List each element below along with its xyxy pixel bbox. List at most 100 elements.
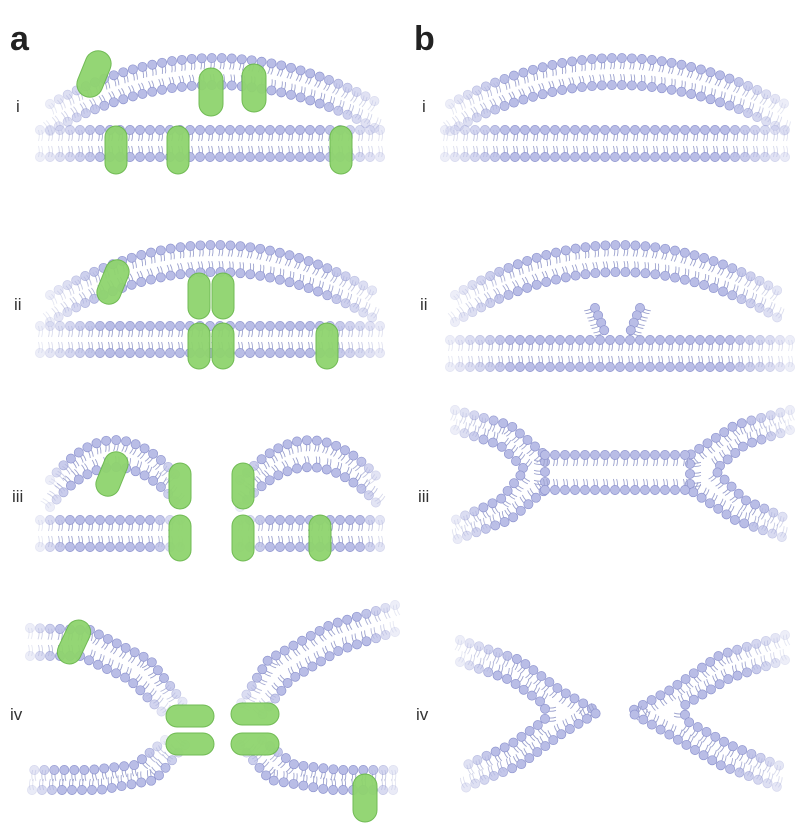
lipid-head [522,255,533,266]
lipid-head [580,450,590,460]
lipid-head [560,688,571,699]
lipid-tail [51,145,53,158]
lipid-head [235,321,245,331]
lipid-head [679,274,690,285]
stage-label-b-i: i [422,97,426,116]
b-i-upper-membrane-outer [445,53,789,115]
lipid-head [455,635,465,645]
lipid-head [368,765,379,775]
lipid-tail [776,637,781,649]
lipid-head [215,152,225,162]
lipid-head [271,650,281,661]
lipid-head [294,253,305,263]
b-ii-upper-membrane-outer [450,240,783,306]
lipid-head [697,689,708,700]
lipid-head [225,240,236,251]
lipid-tail [364,289,372,300]
lipid-head [459,428,470,439]
lipid-head [348,765,359,775]
lipid-head [165,243,176,254]
lipid-head [487,498,498,509]
lipid-head [640,450,650,460]
lipid-tail [453,419,458,430]
lipid-tail [57,129,60,142]
lipid-head [775,335,785,345]
lipid-head [705,362,715,372]
lipid-head [95,321,105,331]
lipid-head [305,68,316,79]
lipid-head [660,125,670,135]
lipid-head [338,785,349,795]
lipid-head [35,321,45,331]
lipid-head [630,485,640,495]
lipid-head [505,362,515,372]
b-iv-left-inner [455,651,557,776]
lipid-head [745,335,755,345]
lipid-head [55,542,65,552]
lipid-head [135,515,145,525]
lipid-head [766,431,776,442]
lipid-head [65,348,75,358]
lipid-head [577,55,587,66]
lipid-tail [386,607,391,619]
lipid-tail [451,529,457,540]
lipid-tail [461,290,469,301]
lipid-head [761,116,772,127]
lipid-head [205,240,216,251]
lipid-head [75,515,85,525]
lipid-head [241,689,252,700]
lipid-tail [61,145,63,158]
lipid-head [80,108,91,119]
lipid-head [333,646,344,657]
lipid-tail [787,355,790,368]
lipid-head [371,633,381,644]
lipid-head [349,302,360,313]
lipid-head [351,611,362,622]
lipid-head [369,96,380,106]
lipid-tail [374,493,384,502]
lipid-head [510,152,520,162]
lipid-tail [381,341,383,354]
lipid-head [75,348,85,358]
lipid-head [754,302,765,313]
lipid-head [298,760,309,771]
lipid-head [464,638,475,649]
lipid-head [485,362,495,372]
lipid-tail [27,627,30,640]
lipid-head [520,125,530,135]
lipid-head [322,290,333,301]
lipid-head [288,778,299,789]
lipid-head [265,348,275,358]
lipid-head [139,443,150,454]
lipid-head [743,771,754,782]
lipid-head [75,152,85,162]
lipid-tail [782,648,787,660]
lipid-head [785,362,795,372]
lipid-tail [786,145,788,158]
lipid-head [315,125,325,135]
lipid-head [45,651,55,661]
lipid-head [453,94,464,105]
lipid-head [84,655,94,666]
lipid-head [307,661,318,672]
a-ii-protein-3 [211,272,235,320]
lipid-head [587,54,597,65]
lipid-head [656,56,667,67]
lipid-head [257,664,268,675]
lipid-head [480,523,491,534]
lipid-head [488,415,499,426]
lipid-head [531,252,542,263]
lipid-tail [367,341,370,354]
lipid-head [331,467,342,478]
lipid-head [145,125,155,135]
lipid-head [625,325,636,336]
lipid-tail [42,498,52,507]
lipid-head [298,780,309,791]
lipid-head [82,469,93,480]
lipid-head [265,272,275,283]
lipid-head [35,515,45,525]
lipid-tail [57,325,60,338]
lipid-head [530,441,540,452]
lipid-head [388,765,399,775]
lipid-tail [27,644,30,657]
